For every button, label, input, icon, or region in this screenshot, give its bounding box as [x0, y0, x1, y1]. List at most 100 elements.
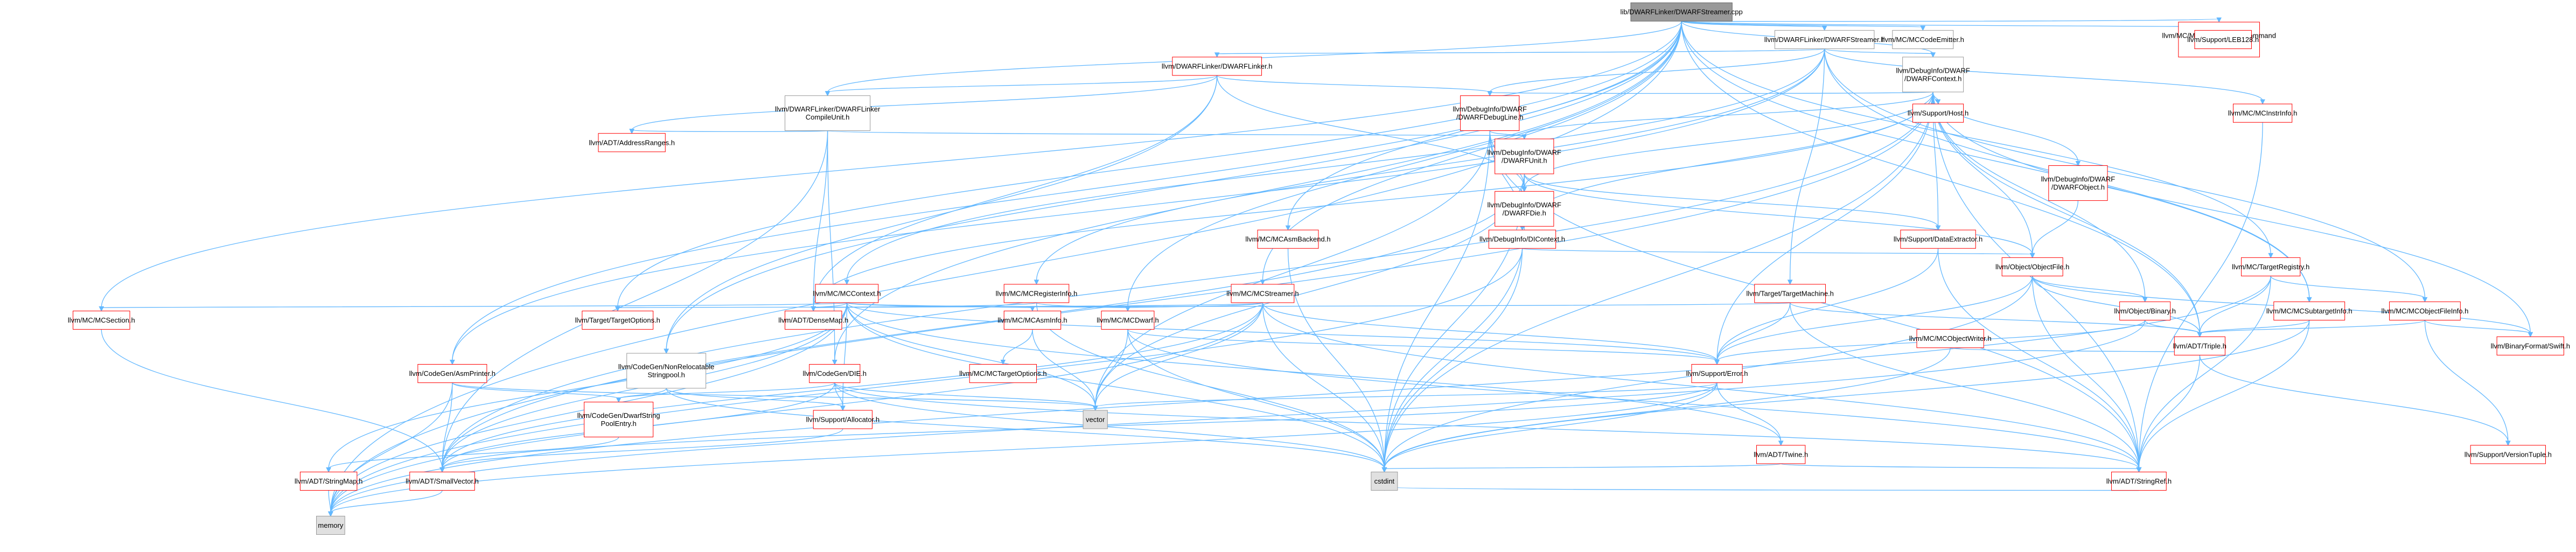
node-label: llvm/Support/VersionTuple.h [2465, 450, 2552, 458]
node-dwctx[interactable]: llvm/DebugInfo/DWARF/DWARFContext.h [1896, 57, 1970, 93]
node-label: /DWARFContext.h [1904, 74, 1961, 82]
node-box [1488, 229, 1556, 249]
edge-die-to-strref [834, 382, 2142, 473]
node-label: llvm/MC/MCAsmInfo.h [997, 316, 1067, 324]
edge-root-to-tgtoptcmd [1681, 17, 2222, 23]
edge-mcsection-to-smallvec [101, 329, 445, 473]
node-dwunit[interactable]: llvm/DebugInfo/DWARF/DWARFUnit.h [1488, 138, 1562, 174]
node-asmbackend[interactable]: llvm/MC/MCAsmBackend.h [1245, 229, 1331, 249]
node-dictx[interactable]: llvm/DebugInfo/DIContext.h [1479, 229, 1565, 249]
node-label: llvm/MC/MCStreamer.h [1226, 289, 1299, 297]
node-allocator[interactable]: llvm/Support/Allocator.h [806, 410, 880, 429]
node-smallvec[interactable]: llvm/ADT/SmallVector.h [406, 471, 479, 491]
node-dwobject[interactable]: llvm/DebugInfo/DWARF/DWARFObject.h [2041, 165, 2116, 201]
node-objfileinfo[interactable]: llvm/MC/MCObjectFileInfo.h [2382, 301, 2469, 320]
node-label: llvm/MC/MCDwarf.h [1097, 316, 1159, 324]
node-leb[interactable]: llvm/Support/LEB128.h [2187, 30, 2259, 50]
node-label: llvm/ADT/StringRef.h [2106, 477, 2172, 485]
node-box [969, 364, 1037, 383]
node-box [598, 133, 666, 152]
node-mcstreamer[interactable]: llvm/MC/MCStreamer.h [1226, 284, 1299, 303]
node-layer: lib/DWARFLinker/DWARFStreamer.cpp llvm/DW… [68, 2, 2570, 535]
node-asmprinter[interactable]: llvm/CodeGen/AsmPrinter.h [409, 364, 495, 383]
edge-mcstreamer-to-strref [1262, 303, 2142, 473]
node-mcinstinfo[interactable]: llvm/MC/MCInstrInfo.h [2228, 103, 2298, 123]
node-box [417, 364, 487, 383]
node-label: /DWARFUnit.h [1502, 156, 1547, 164]
node-label: llvm/DWARFLinker/DWARFLinker [775, 105, 881, 113]
node-codeemit[interactable]: llvm/MC/MCCodeEmitter.h [1882, 30, 1964, 50]
edge-dwlinker-to-nonreloc [664, 75, 1218, 354]
node-dls[interactable]: llvm/DWARFLinker/DWARFStreamer.h [1764, 30, 1885, 50]
node-box [1774, 30, 1875, 50]
node-label: llvm/DebugInfo/DWARF [1488, 148, 1562, 156]
node-dwdebugline[interactable]: llvm/DebugInfo/DWARF/DWARFDebugLine.h [1453, 95, 1527, 131]
edge-root-to-dls [1681, 20, 1827, 31]
node-label: vector [1086, 416, 1105, 424]
node-label: llvm/Support/LEB128.h [2187, 36, 2259, 44]
node-dwdie[interactable]: llvm/DebugInfo/DWARF/DWARFDie.h [1488, 191, 1562, 227]
edge-reginfo-to-mcdwarf [1036, 302, 1130, 312]
edge-objfileinfo-to-swift [2424, 319, 2533, 338]
node-dwlinker[interactable]: llvm/DWARFLinker/DWARFLinker.h [1162, 57, 1273, 76]
node-reginfo[interactable]: llvm/MC/MCRegisterInfo.h [996, 284, 1078, 303]
node-box [409, 471, 475, 491]
node-box [1900, 229, 1976, 249]
edge-twine-to-cstdint [1381, 463, 1782, 473]
node-box [2119, 301, 2171, 320]
node-tgtoptions[interactable]: llvm/Target/TargetOptions.h [575, 310, 660, 330]
node-complunit[interactable]: llvm/DWARFLinker/DWARFLinkerCompileUnit.… [775, 95, 881, 131]
edge-objfileinfo-to-triple [2197, 319, 2426, 338]
node-tgtreg[interactable]: llvm/MC/TargetRegistry.h [2232, 257, 2309, 277]
node-host[interactable]: llvm/Support/Host.h [1908, 103, 1968, 123]
edge-complunit-to-dwunit [827, 130, 1527, 140]
node-label: memory [318, 521, 343, 529]
node-box [813, 410, 872, 429]
node-box [2174, 336, 2225, 355]
edge-dwstrpool-to-strmap [326, 437, 619, 473]
edge-dwctx-to-cstdint [1381, 92, 1933, 473]
edge-dls-to-mcinstinfo [1824, 48, 2265, 105]
node-label: llvm/DebugInfo/DWARF [2041, 175, 2116, 183]
node-mcctx[interactable]: llvm/MC/MCContext.h [813, 284, 881, 303]
node-strmap[interactable]: llvm/ADT/StringMap.h [295, 471, 362, 491]
edge-layer [99, 17, 2533, 517]
edge-die-to-vector [834, 382, 1098, 411]
node-dataext[interactable]: llvm/Support/DataExtractor.h [1894, 229, 1982, 249]
node-label: llvm/Support/Host.h [1908, 109, 1968, 117]
node-mcsection[interactable]: llvm/MC/MCSection.h [68, 310, 135, 330]
edge-mcctx-to-error [846, 302, 1720, 365]
node-densemap[interactable]: llvm/ADT/DenseMap.h [778, 310, 848, 330]
node-mctgtopt[interactable]: llvm/MC/MCTargetOptions.h [959, 364, 1047, 383]
edge-dwdebugline-to-vector [1092, 130, 1490, 411]
node-addrranges[interactable]: llvm/ADT/AddressRanges.h [589, 133, 675, 152]
node-mcdwarf[interactable]: llvm/MC/MCDwarf.h [1097, 310, 1159, 330]
node-strref[interactable]: llvm/ADT/StringRef.h [2106, 471, 2172, 491]
node-label: lib/DWARFLinker/DWARFStreamer.cpp [1620, 8, 1742, 16]
node-twine[interactable]: llvm/ADT/Twine.h [1754, 445, 1808, 464]
edge-mcstreamer-to-error [1262, 302, 1720, 365]
node-tgtmachine[interactable]: llvm/Target/TargetMachine.h [1746, 284, 1834, 303]
node-label: llvm/CodeGen/NonRelocatable [618, 362, 714, 371]
edge-dwctx-to-dwdebugline [1487, 91, 1933, 96]
node-label: llvm/ADT/AddressRanges.h [589, 138, 675, 146]
node-triple[interactable]: llvm/ADT/Triple.h [2173, 336, 2226, 355]
node-box [809, 364, 861, 383]
node-objwriter[interactable]: llvm/MC/MCObjectWriter.h [1909, 329, 1992, 348]
node-box [2496, 336, 2564, 355]
node-error[interactable]: llvm/Support/Error.h [1686, 364, 1748, 383]
node-versiontuple[interactable]: llvm/Support/VersionTuple.h [2465, 445, 2552, 464]
node-objfile[interactable]: llvm/Object/ObjectFile.h [1995, 257, 2069, 277]
node-die[interactable]: llvm/CodeGen/DIE.h [803, 364, 867, 383]
edge-die-to-allocator [834, 382, 846, 411]
node-swift[interactable]: llvm/BinaryFormat/Swift.h [2491, 336, 2570, 355]
node-subtgtinfo[interactable]: llvm/MC/MCSubtargetInfo.h [2266, 301, 2352, 320]
node-cstdint: cstdint [1371, 471, 1398, 491]
node-objbinary[interactable]: llvm/Object/Binary.h [2114, 301, 2176, 320]
node-label: /DWARFObject.h [2051, 183, 2105, 191]
node-box [1495, 138, 1554, 174]
node-asminfo[interactable]: llvm/MC/MCAsmInfo.h [997, 310, 1067, 330]
